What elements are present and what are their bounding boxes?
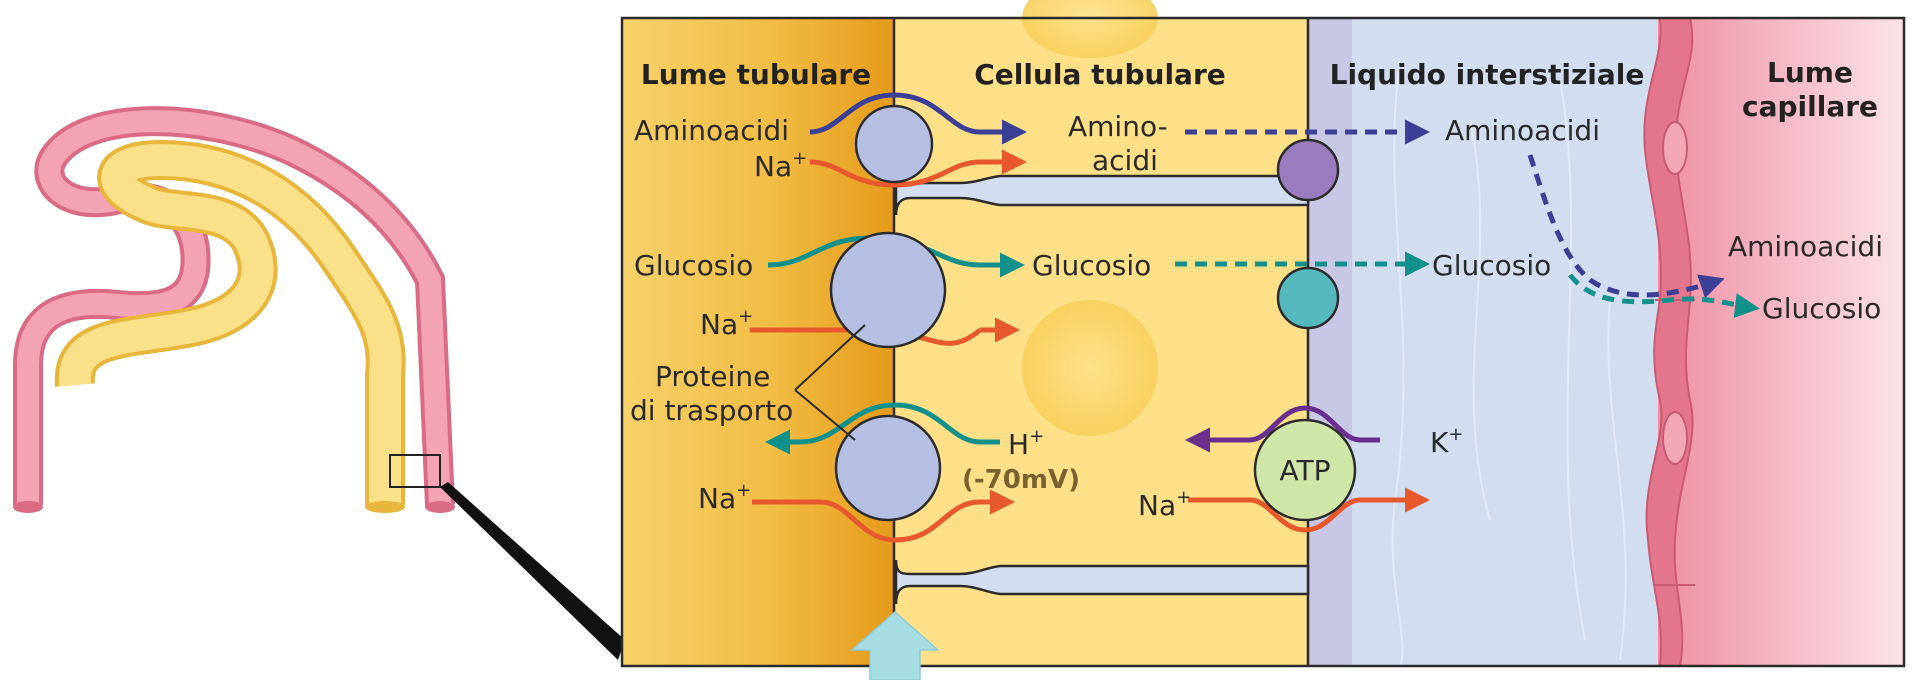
label-proteins-2: di trasporto xyxy=(630,394,793,427)
label-glucose-interstitial: Glucosio xyxy=(1432,249,1551,282)
sodium-potassium-pump xyxy=(1185,405,1430,533)
header-capillary-2: capillare xyxy=(1742,90,1878,123)
cross-section-panel xyxy=(620,0,1906,681)
proteins-pointer xyxy=(794,324,866,441)
label-hydrogen: H+ xyxy=(1008,426,1044,461)
label-aminoacids-lumen: Aminoacidi xyxy=(634,114,789,147)
header-tubular-cell: Cellula tubulare xyxy=(974,58,1226,91)
tight-junction-upper xyxy=(894,174,1310,216)
label-glucose-cell: Glucosio xyxy=(1032,249,1151,282)
label-glucose-capillary: Glucosio xyxy=(1762,292,1881,325)
label-amino-cell-1: Amino- xyxy=(1068,110,1168,143)
highlight-arrow xyxy=(850,610,940,681)
tubular-lumen-region xyxy=(622,18,894,666)
header-tubular-lumen: Lume tubulare xyxy=(641,58,871,91)
label-na-1: Na+ xyxy=(754,148,807,183)
glucose-sodium-symporter xyxy=(750,231,1025,349)
amino-sodium-symporter xyxy=(809,92,1027,188)
label-na-4: Na+ xyxy=(1138,487,1191,522)
zoom-wedge xyxy=(440,482,625,660)
label-amino-cell-2: acidi xyxy=(1092,144,1158,177)
label-aminoacids-interstitial: Aminoacidi xyxy=(1445,114,1600,147)
header-capillary-1: Lume xyxy=(1767,56,1853,89)
label-membrane-potential: (-70mV) xyxy=(962,465,1080,495)
label-na-3: Na+ xyxy=(698,480,751,515)
sodium-hydrogen-antiporter xyxy=(752,402,1015,543)
amino-channel xyxy=(1276,138,1340,202)
header-interstitial: Liquido interstiziale xyxy=(1330,58,1645,91)
diffusion-arrows xyxy=(1175,119,1760,319)
label-glucose-lumen: Glucosio xyxy=(634,249,753,282)
glucose-channel xyxy=(1276,266,1340,330)
zoom-box xyxy=(389,454,441,488)
capillary-lumen-region xyxy=(1658,18,1904,666)
label-aminoacids-capillary: Aminoacidi xyxy=(1728,230,1883,263)
nephron-illustration xyxy=(12,106,625,660)
nucleus xyxy=(1022,300,1158,436)
label-proteins-1: Proteine xyxy=(655,360,770,393)
label-na-2: Na+ xyxy=(700,306,753,341)
tight-junction-lower xyxy=(894,559,1310,605)
interstitial-region xyxy=(1308,18,1658,666)
label-atp: ATP xyxy=(1280,454,1331,487)
nucleus-upper xyxy=(1022,0,1158,58)
label-potassium: K+ xyxy=(1430,424,1463,459)
